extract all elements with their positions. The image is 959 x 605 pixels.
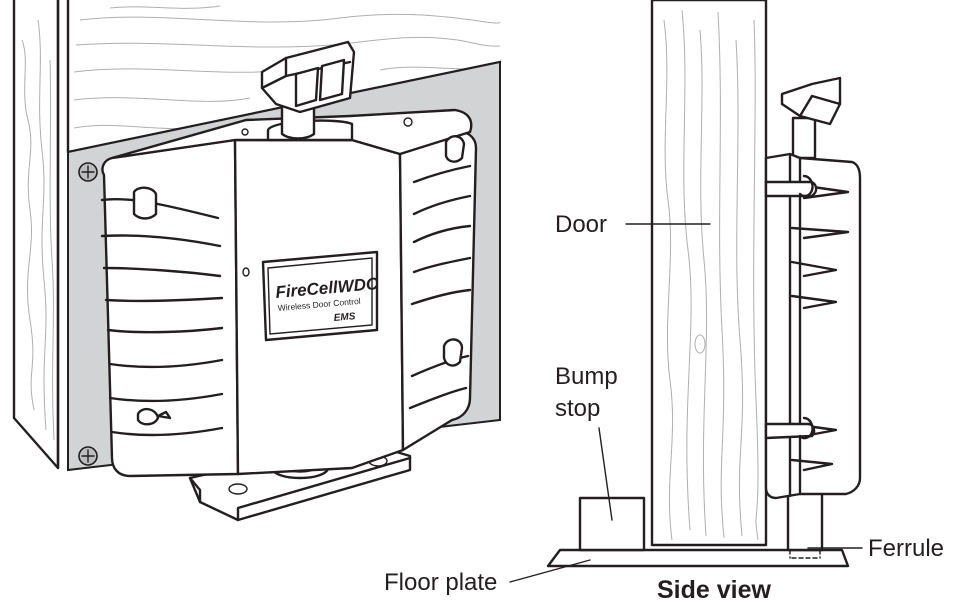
left-ribs [100,186,224,437]
callout-bump-stop-label-line2: stop [555,395,600,422]
callout-bump-stop-label-line1: Bump [555,363,618,390]
side-view-title: Side view [657,576,771,604]
bump-stop-side [578,496,646,552]
product-label: FireCellWDC Wireless Door Control EMS [261,250,380,342]
maker-logo-text: EMS [333,311,356,324]
perspective-illustration: FireCellWDC Wireless Door Control EMS [12,0,502,522]
device-side-body [764,76,862,500]
floor-plate-side [546,548,850,568]
indicator-led [242,267,250,277]
magnetic-bracket [260,40,356,114]
wireless-door-controller-unit: FireCellWDC Wireless Door Control EMS [100,40,478,478]
right-ribs [408,135,472,410]
callout-door-label: Door [555,211,607,238]
callout-floor-plate-leader [509,559,591,583]
callout-floor-plate-label: Floor plate [384,569,497,596]
callout-bump-stop-leader [598,427,613,521]
bracket-side [780,76,842,126]
door-side [650,0,768,547]
callout-ferrule-label: Ferrule [868,535,944,562]
side-view-illustration [546,0,862,568]
callouts: Door Bump stop Ferrule Floor plate Side … [384,211,944,604]
